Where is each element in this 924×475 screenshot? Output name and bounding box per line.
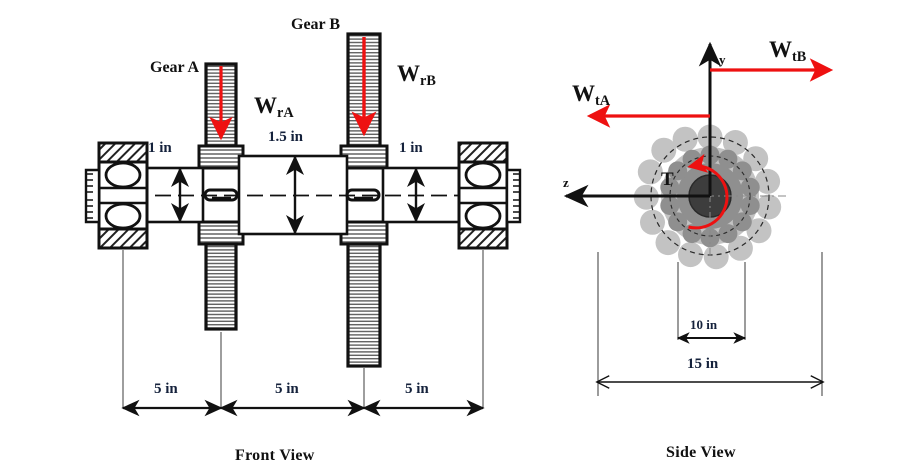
force-wtb-subscript: tB (792, 48, 807, 65)
force-wra-symbol: W (254, 93, 277, 118)
gear-a-body (197, 62, 245, 331)
force-wrb-subscript: rB (420, 72, 436, 89)
ball-bearing-left-icon (84, 141, 149, 250)
force-wrb-symbol: W (397, 61, 420, 86)
dim-shaft-dia-right: 1 in (399, 140, 423, 156)
axis-y-label: y (719, 52, 726, 67)
dim-outer-diameter: 15 in (687, 356, 719, 372)
dim-shaft-dia-left: 1 in (148, 140, 172, 156)
extension-lines (122, 250, 484, 408)
force-wra-label: WrA (254, 93, 294, 120)
dim-span-1: 5 in (154, 381, 178, 397)
gear-a-label: Gear A (150, 59, 200, 76)
dim-span-2: 5 in (275, 381, 299, 397)
force-wtb-label: WtB (769, 37, 806, 64)
side-view-caption: Side View (666, 444, 736, 461)
dim-15in (598, 252, 822, 396)
front-view-caption: Front View (235, 447, 315, 464)
ball-bearing-right-icon (457, 141, 522, 250)
front-view-group (84, 32, 522, 417)
axis-z-label: z (563, 175, 569, 190)
side-view-group (563, 41, 834, 396)
force-wra-subscript: rA (277, 104, 294, 121)
gear-b-label: Gear B (291, 16, 341, 33)
force-wta-symbol: W (572, 81, 595, 106)
dim-span-3: 5 in (405, 381, 429, 397)
force-wta-label: WtA (572, 81, 610, 108)
force-wta-subscript: tA (595, 92, 611, 109)
torque-label: T (661, 169, 674, 190)
red-torque-arc-icon (687, 153, 729, 230)
dim-shaft-dia-mid: 1.5 in (268, 129, 304, 145)
dim-10in (676, 262, 747, 344)
force-wrb-label: WrB (397, 61, 436, 88)
dim-inner-diameter: 10 in (690, 317, 718, 332)
force-wtb-symbol: W (769, 37, 792, 62)
